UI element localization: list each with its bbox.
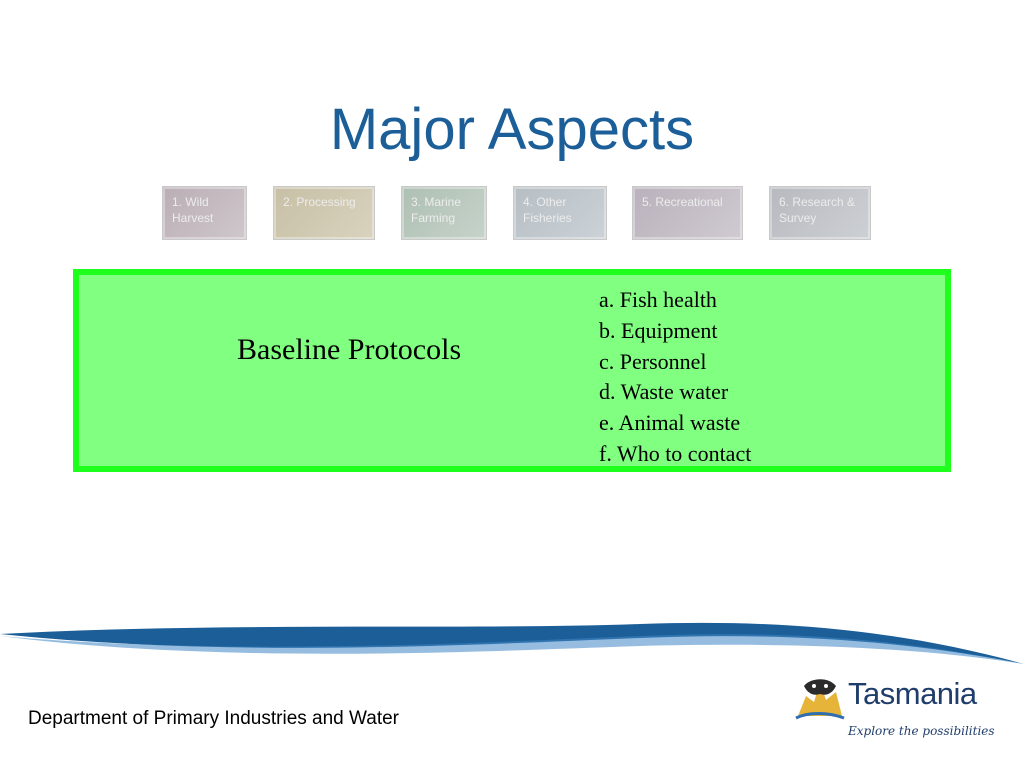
logo-tagline: Explore the possibilities bbox=[848, 724, 995, 738]
list-item: a. Fish health bbox=[599, 287, 717, 312]
list-item: b. Equipment bbox=[599, 317, 718, 343]
aspect-tab-label: 2. Processing bbox=[283, 195, 356, 209]
aspect-tab-recreational[interactable]: 5. Recreational bbox=[632, 186, 743, 240]
aspect-tab-processing[interactable]: 2. Processing bbox=[273, 186, 375, 240]
aspect-tab-wild-harvest[interactable]: 1. Wild Harvest bbox=[162, 186, 247, 240]
aspect-tab-label: 1. Wild Harvest bbox=[172, 195, 214, 225]
baseline-protocols-box: Baseline Protocols a. Fish health b. Equ… bbox=[73, 269, 951, 472]
department-name: Department of Primary Industries and Wat… bbox=[28, 708, 399, 729]
aspect-tab-label: 6. Research & Survey bbox=[779, 195, 856, 225]
slide-title: Major Aspects bbox=[329, 97, 695, 162]
list-item: f. Who to contact bbox=[599, 440, 752, 466]
aspect-tab-label: 3. Marine Farming bbox=[411, 195, 462, 225]
footer-swoosh bbox=[0, 622, 1024, 664]
aspect-tab-label: 4. Other Fisheries bbox=[523, 195, 572, 225]
aspect-tab-label: 5. Recreational bbox=[642, 195, 723, 209]
aspect-tab-other-fisheries[interactable]: 4. Other Fisheries bbox=[513, 186, 607, 240]
list-item: c. Personnel bbox=[599, 348, 707, 374]
tasmania-logo: Tasmania Explore the possibilities bbox=[792, 672, 995, 748]
protocol-list: a. Fish health b. Equipment c. Personnel… bbox=[599, 285, 751, 470]
aspect-tab-research-survey[interactable]: 6. Research & Survey bbox=[769, 186, 871, 240]
aspect-tab-marine-farming[interactable]: 3. Marine Farming bbox=[401, 186, 487, 240]
baseline-protocols-heading: Baseline Protocols bbox=[237, 333, 462, 366]
tasmanian-devil-icon bbox=[795, 679, 845, 720]
list-item: e. Animal waste bbox=[599, 410, 741, 436]
logo-name: Tasmania bbox=[848, 676, 977, 711]
list-item: d. Waste water bbox=[599, 379, 729, 405]
